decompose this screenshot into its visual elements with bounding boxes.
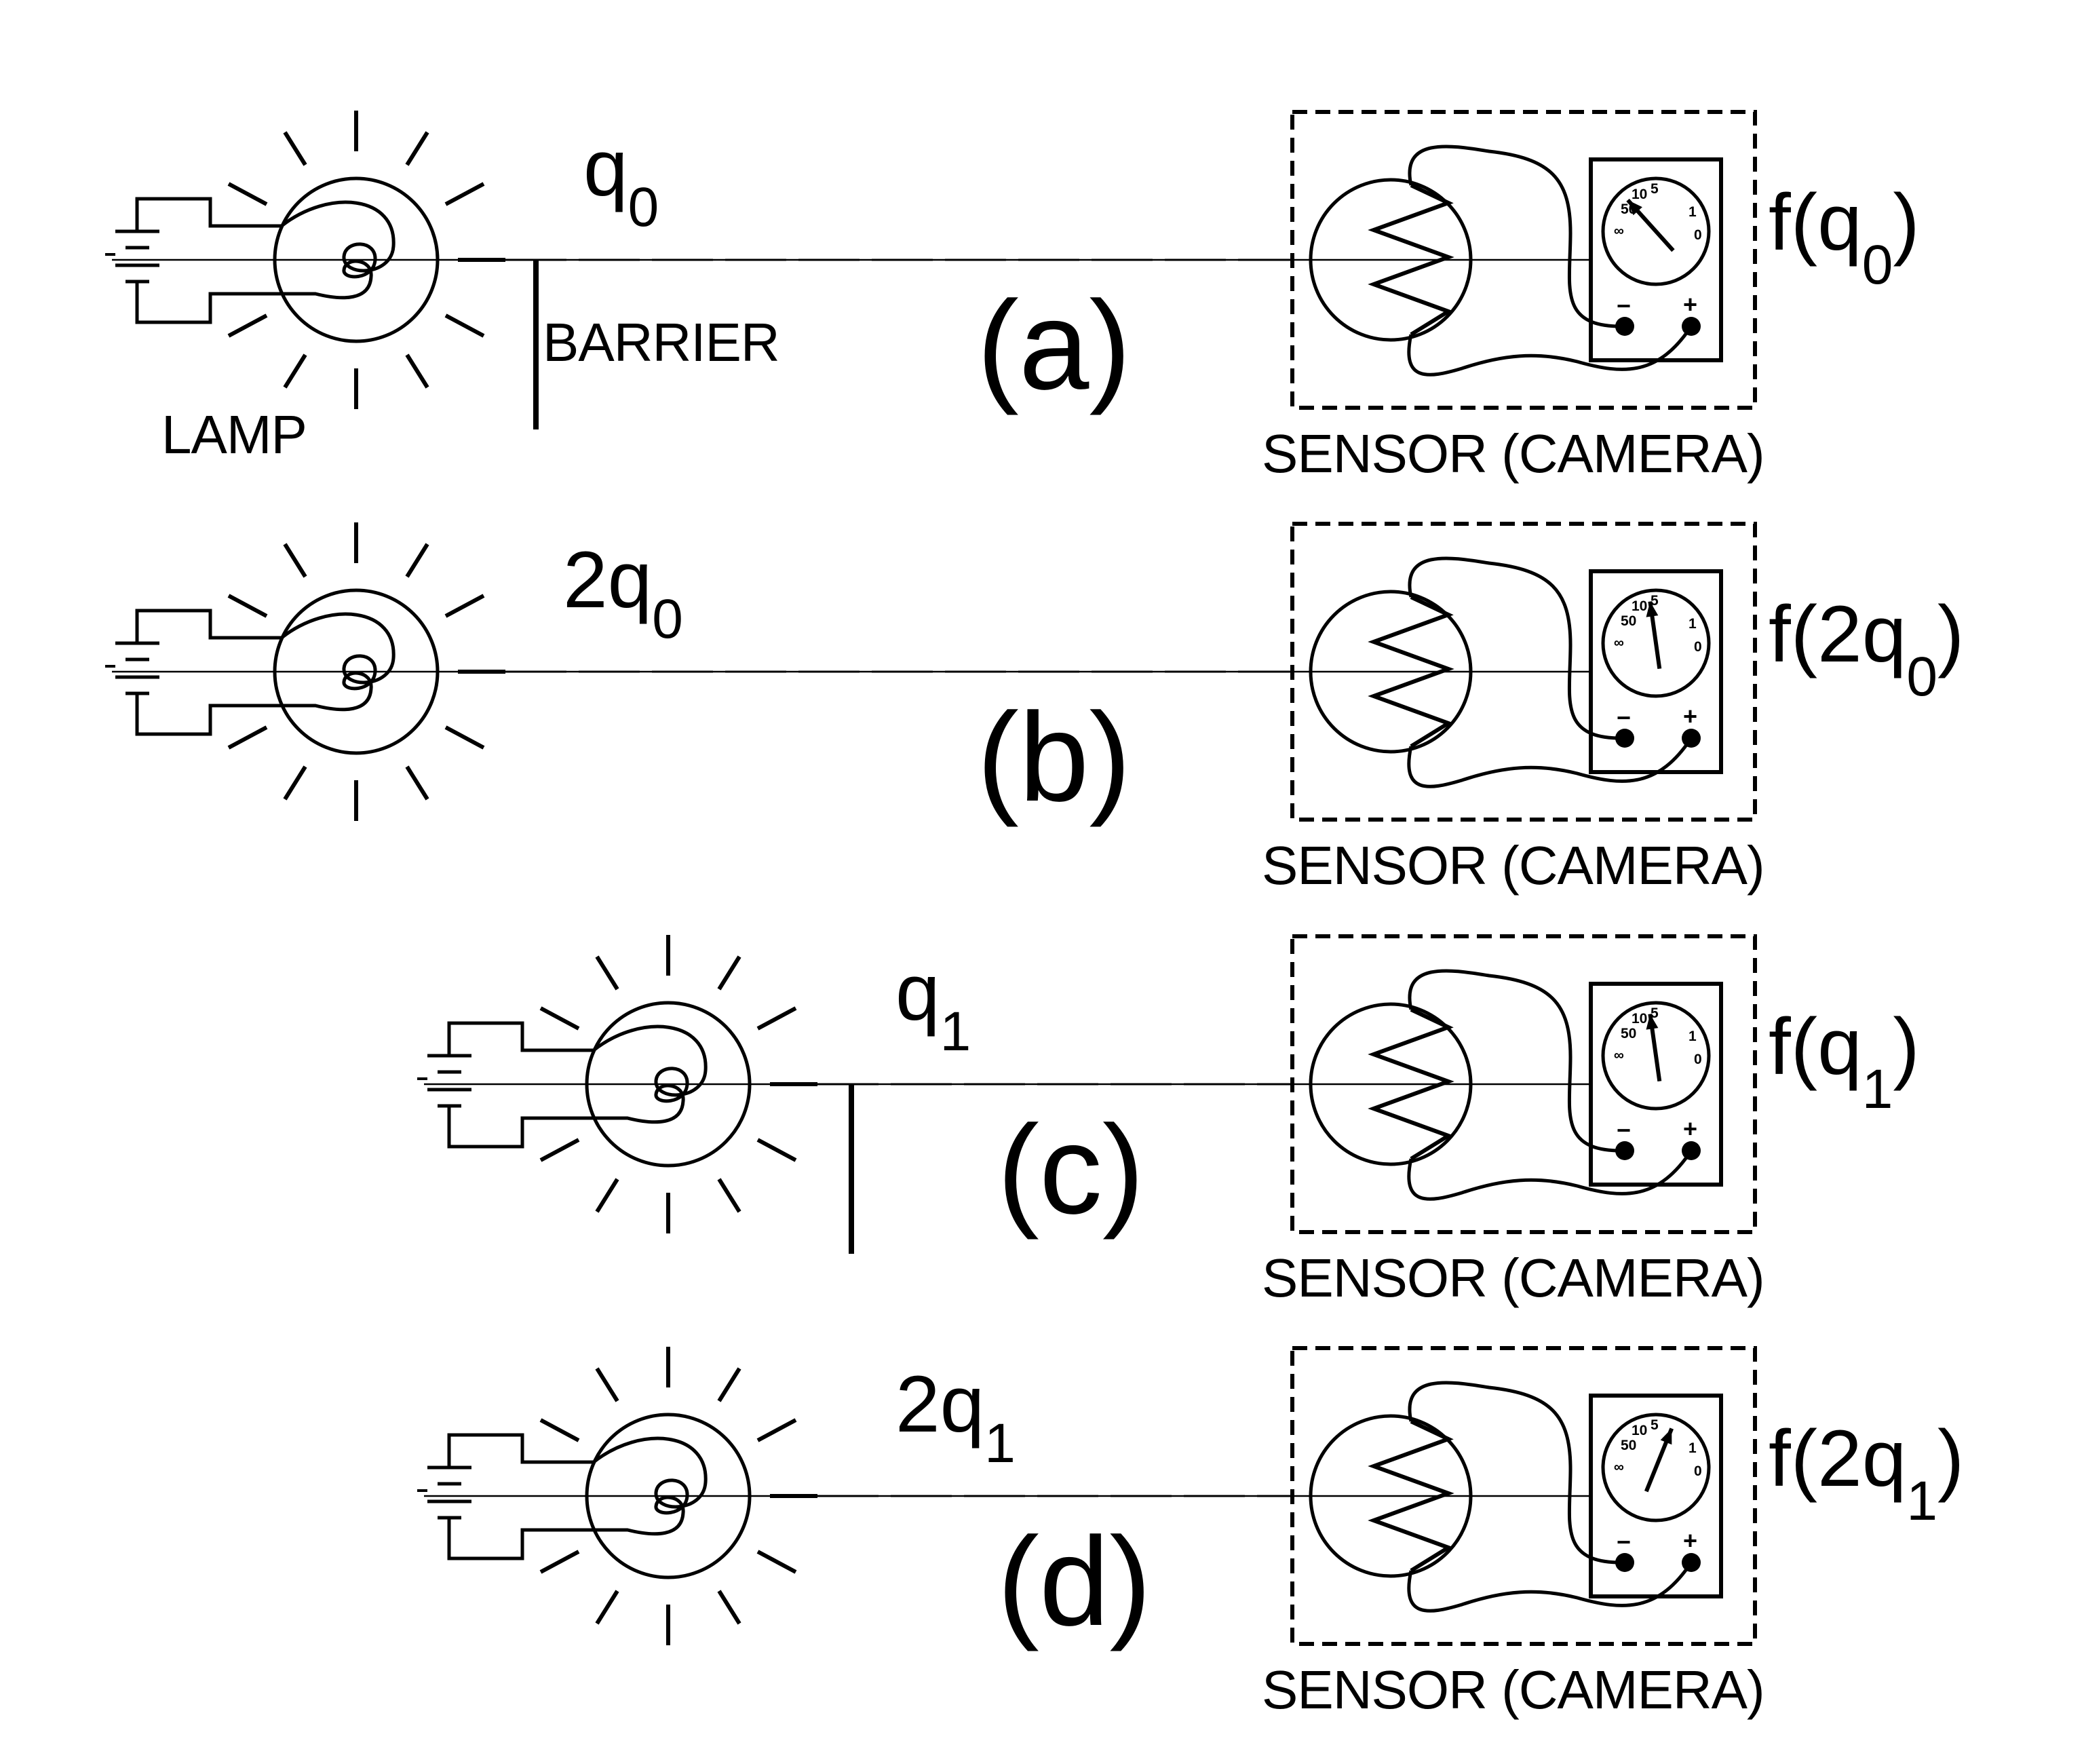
output-label: f(q0)	[1769, 178, 1920, 296]
exposure-label: 2q0	[563, 535, 683, 650]
dial-label: 5	[1651, 181, 1659, 197]
plus-terminal-label: +	[1683, 1115, 1697, 1143]
minus-terminal-label: −	[1617, 1116, 1631, 1144]
sensor-label: SENSOR (CAMERA)	[1262, 423, 1764, 484]
output-label: f(q1)	[1769, 1002, 1920, 1120]
dial-label: 10	[1632, 187, 1647, 202]
lamp-label: LAMP	[161, 404, 307, 465]
exposure-label: q1	[895, 948, 971, 1062]
dial-label: 0	[1694, 227, 1702, 243]
dial-label: 10	[1632, 1423, 1647, 1438]
minus-terminal-label: −	[1617, 292, 1631, 320]
sensor-label: SENSOR (CAMERA)	[1262, 1248, 1764, 1308]
output-label: f(2q1)	[1769, 1414, 1964, 1532]
plus-terminal-label: +	[1683, 290, 1697, 318]
minus-terminal-label: −	[1617, 704, 1631, 731]
dial-label: 1	[1689, 1440, 1697, 1456]
panel-label: (a)	[977, 275, 1131, 416]
needle-head	[1646, 1014, 1659, 1030]
needle-head	[1646, 601, 1659, 617]
exposure-label: q0	[583, 123, 659, 238]
minus-terminal-label: −	[1617, 1528, 1631, 1556]
dial-label: 10	[1632, 598, 1647, 614]
dial-label: 1	[1689, 1029, 1697, 1044]
dial-label: 50	[1621, 1026, 1636, 1041]
panel-label: (b)	[977, 687, 1131, 828]
dial-label: 1	[1689, 616, 1697, 632]
dial-label: 5	[1651, 1417, 1659, 1433]
panel-label: (d)	[997, 1512, 1151, 1652]
sensor-label: SENSOR (CAMERA)	[1262, 835, 1764, 896]
needle-head	[1627, 199, 1642, 216]
dial-label: 1	[1689, 204, 1697, 220]
plus-terminal-label: +	[1683, 1527, 1697, 1554]
panel-label: (c)	[997, 1100, 1144, 1240]
dial-label: ∞	[1614, 635, 1624, 651]
dial-label: 0	[1694, 1052, 1702, 1067]
barrier-label: BARRIER	[543, 312, 779, 372]
output-label: f(2q0)	[1769, 590, 1964, 708]
sensor-label: SENSOR (CAMERA)	[1262, 1660, 1764, 1720]
dial-label: 50	[1621, 1438, 1636, 1453]
dial-label: 0	[1694, 1463, 1702, 1479]
dial-label: 0	[1694, 639, 1702, 655]
needle-head	[1660, 1428, 1672, 1445]
dial-label: ∞	[1614, 223, 1624, 239]
dial-label: ∞	[1614, 1048, 1624, 1063]
dial-label: 10	[1632, 1011, 1647, 1027]
dial-label: 50	[1621, 613, 1636, 629]
plus-terminal-label: +	[1683, 702, 1697, 730]
exposure-label: 2q1	[895, 1360, 1016, 1474]
dial-label: ∞	[1614, 1459, 1624, 1475]
